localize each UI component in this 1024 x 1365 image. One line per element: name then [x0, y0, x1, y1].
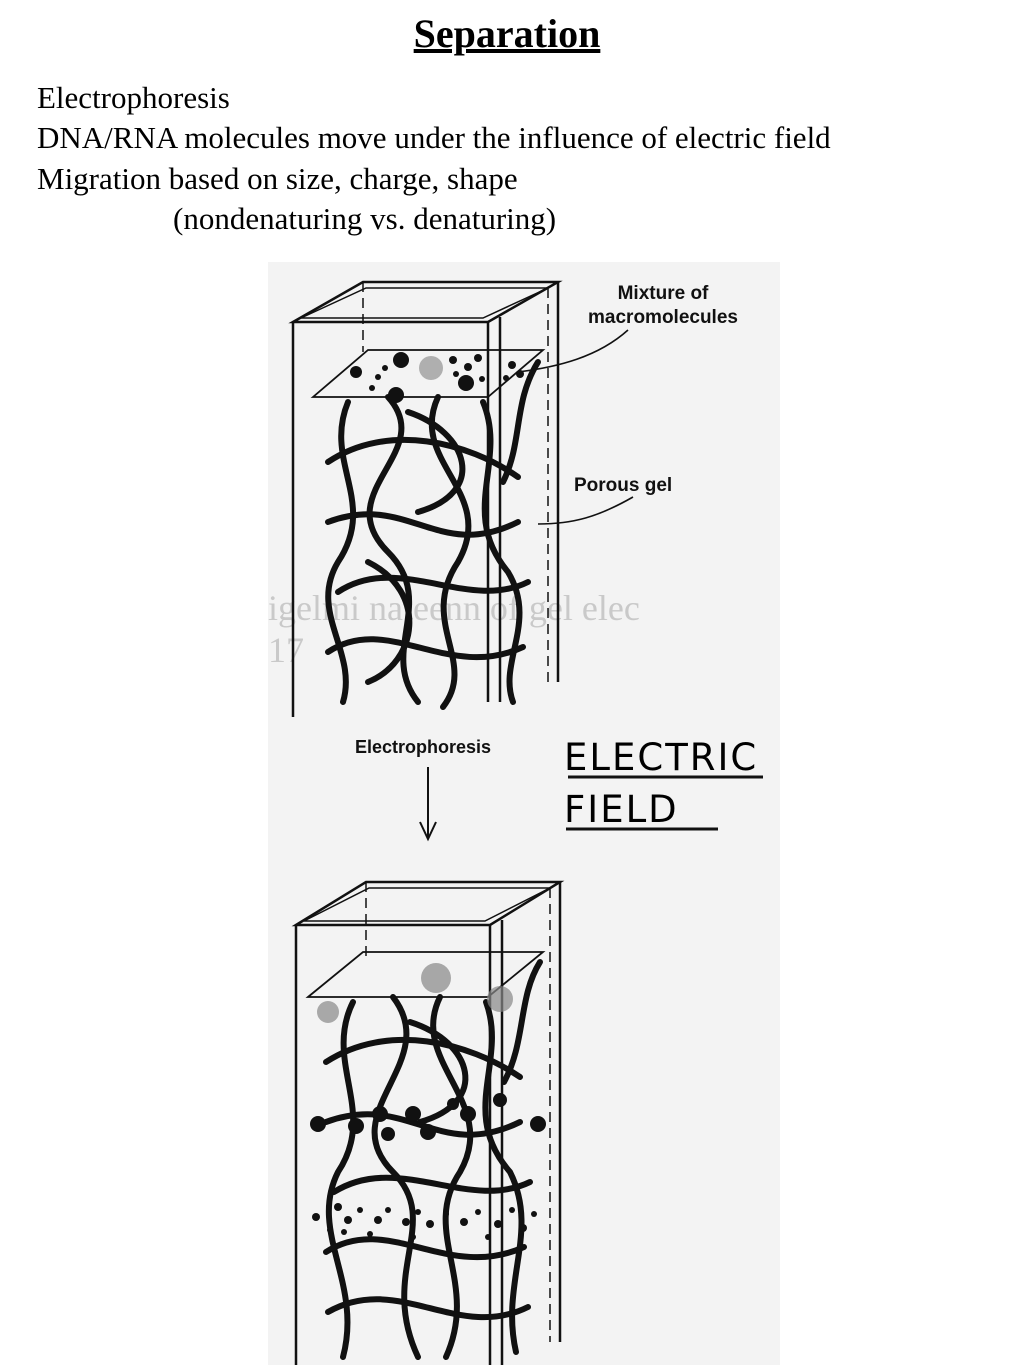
label-mixture-of-macromolecules: Mixture of macromolecules [588, 283, 738, 328]
bottom-gel-fibers [323, 959, 543, 1360]
mixture-arrow [517, 329, 629, 373]
bottom-small-molecules [312, 1203, 537, 1240]
label-porous-gel: Porous gel [574, 475, 673, 496]
gel-diagram [288, 280, 763, 1365]
slide-title: Separation [413, 11, 601, 56]
top-gel-surface [310, 349, 546, 398]
top-smudge [419, 356, 443, 380]
bottom-smudges [317, 963, 513, 1023]
top-gel-fibers [325, 359, 541, 710]
text-line-dna-rna: DNA/RNA molecules move under the influen… [37, 120, 831, 155]
handwritten-line-1: ELECTRIC [564, 736, 759, 779]
text-line-migration: Migration based on size, charge, shape [37, 161, 518, 196]
label-electrophoresis: Electrophoresis [355, 737, 492, 757]
text-line-electrophoresis: Electrophoresis [37, 80, 230, 115]
gel-electrophoresis-figure: igelmi nateenn of gel elec 17 [268, 262, 780, 1365]
top-molecules [350, 352, 524, 403]
bottom-large-molecules [310, 1093, 546, 1141]
handwritten-electric-field: ELECTRIC FIELD [564, 732, 784, 836]
text-line-denaturing: (nondenaturing vs. denaturing) [173, 201, 557, 236]
handwritten-line-2: FIELD [564, 788, 679, 831]
bottom-gel-surface [305, 951, 546, 998]
gel-arrow [537, 496, 634, 525]
